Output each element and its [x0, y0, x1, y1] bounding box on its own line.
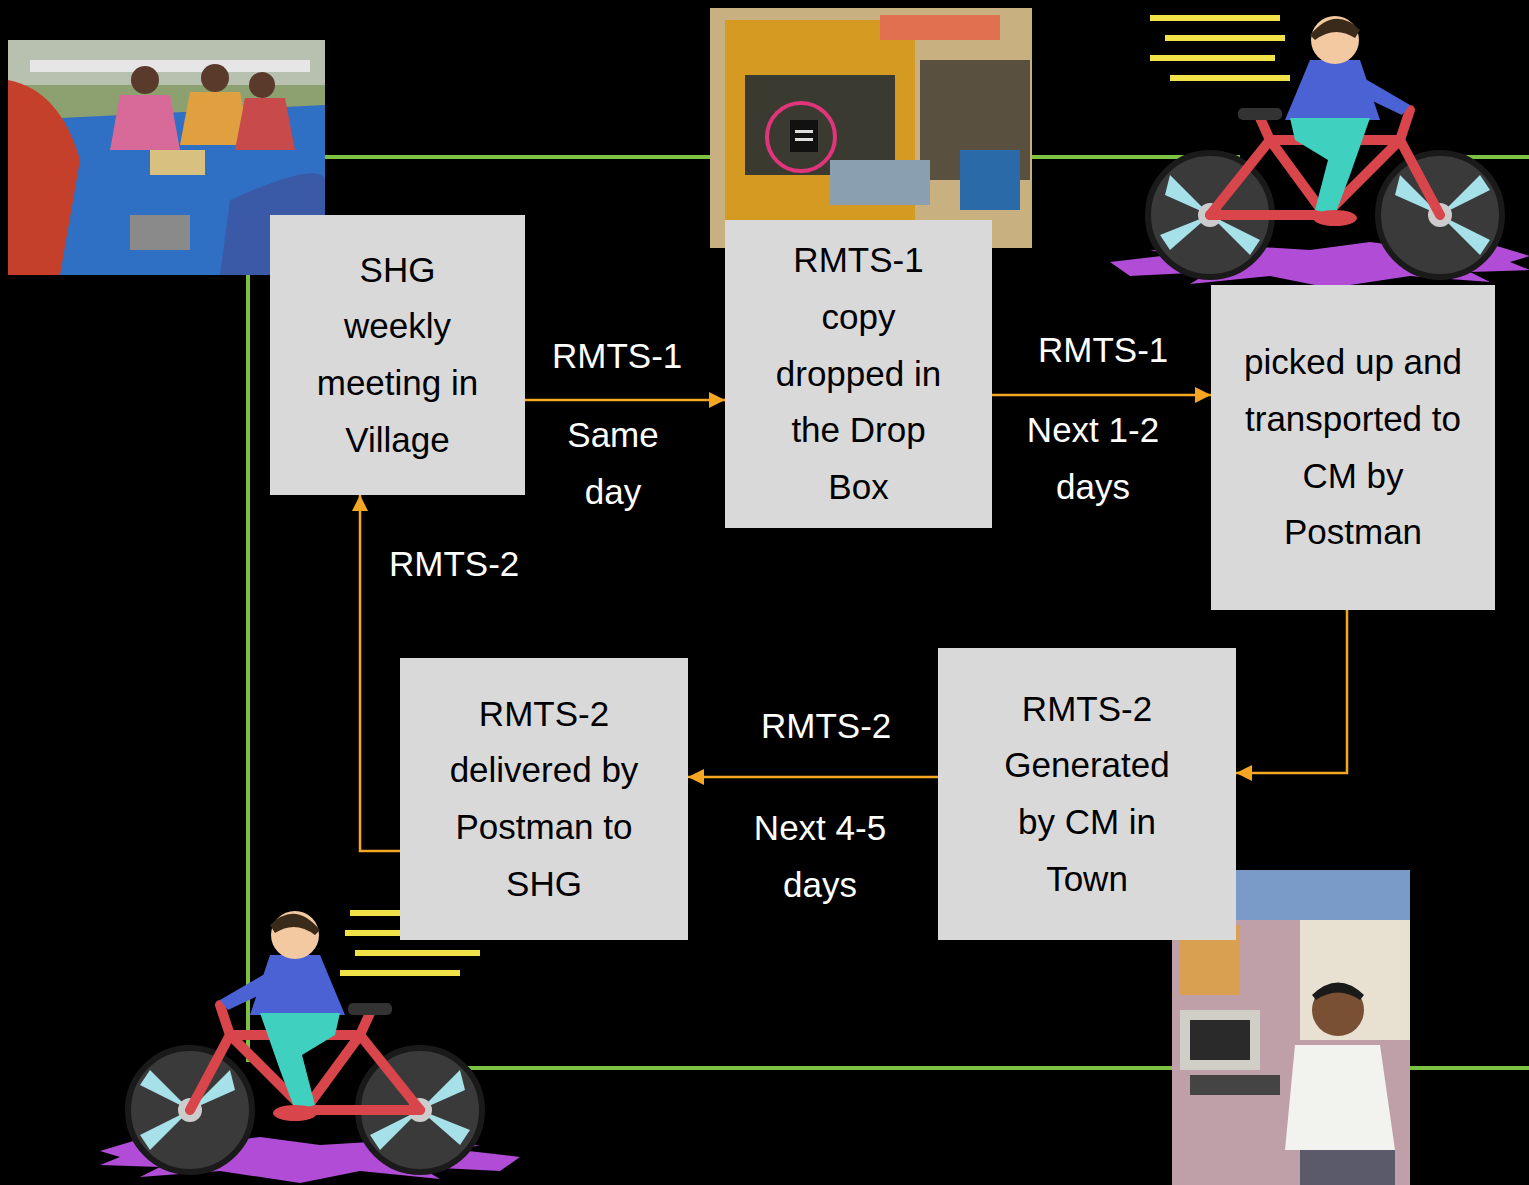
postman-bicycle — [100, 911, 520, 1183]
arrowhead — [352, 495, 368, 511]
flow-arrow — [688, 769, 938, 785]
process-box: RMTS-1 copy dropped in the Drop Box — [725, 220, 992, 528]
arrow-line — [688, 776, 938, 779]
box-label: RMTS-1 copy dropped in the Drop Box — [760, 232, 958, 515]
flow-arrow — [525, 392, 725, 408]
connector-decoration — [248, 157, 1529, 1068]
arrow-line — [1236, 610, 1347, 773]
arrowhead — [688, 769, 704, 785]
edge-label: RMTS-1 — [548, 328, 686, 385]
process-box: SHG weekly meeting in Village — [270, 215, 525, 495]
box-text-column: RMTS-2 Generated by CM in Town — [985, 681, 1190, 908]
arrowhead — [1236, 765, 1252, 781]
box-label: SHG weekly meeting in Village — [303, 242, 493, 469]
box-text-column: RMTS-1 copy dropped in the Drop Box — [760, 232, 958, 515]
timing-note: Next 1-2 days — [1009, 402, 1177, 515]
timing-note: Next 4-5 days — [736, 800, 904, 913]
box-label: RMTS-2 Generated by CM in Town — [985, 681, 1190, 908]
arrowhead — [709, 392, 725, 408]
box-text-column: picked up and transported to CM by Postm… — [1242, 334, 1464, 561]
arrow-line — [992, 394, 1211, 397]
drop-box-photo — [710, 8, 1032, 248]
timing-note: Same day — [554, 407, 672, 520]
arrow-line — [525, 399, 725, 402]
process-box: RMTS-2 delivered by Postman to SHG — [400, 658, 688, 940]
postman-bicycle — [1110, 16, 1529, 288]
box-text-column: RMTS-2 delivered by Postman to SHG — [437, 686, 652, 913]
process-box: picked up and transported to CM by Postm… — [1211, 285, 1495, 610]
box-label: picked up and transported to CM by Postm… — [1242, 334, 1464, 561]
edge-label: RMTS-1 — [1034, 322, 1172, 379]
box-label: RMTS-2 delivered by Postman to SHG — [437, 686, 652, 913]
flow-arrow — [1236, 610, 1347, 781]
edge-label: RMTS-2 — [757, 698, 895, 755]
process-box: RMTS-2 Generated by CM in Town — [938, 648, 1236, 940]
arrowhead — [1195, 387, 1211, 403]
box-text-column: SHG weekly meeting in Village — [303, 242, 493, 469]
edge-label: RMTS-2 — [385, 536, 523, 593]
flow-arrow — [992, 387, 1211, 403]
